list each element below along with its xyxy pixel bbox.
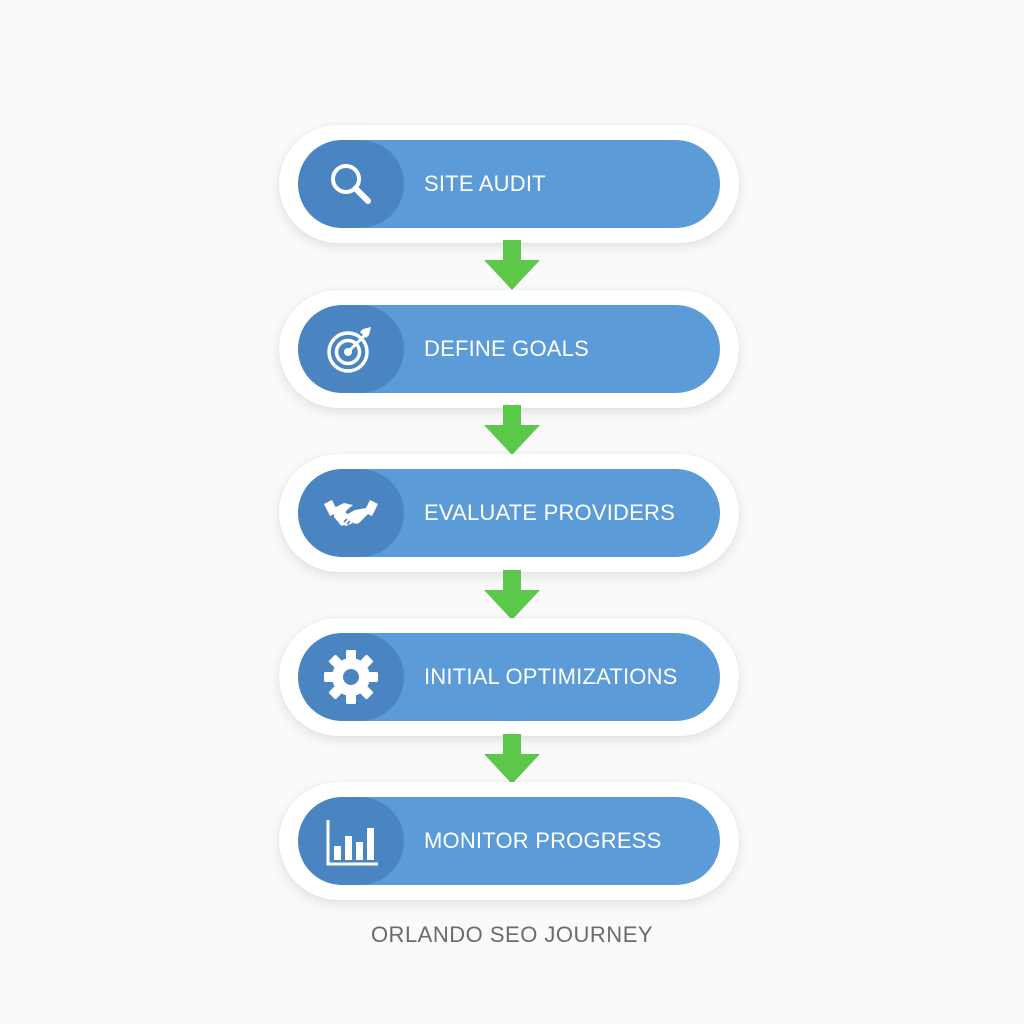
step-evaluate-providers: EVALUATE PROVIDERS — [279, 454, 739, 572]
target-icon — [298, 305, 404, 393]
step-label: SITE AUDIT — [424, 171, 546, 196]
step-pill: INITIAL OPTIMIZATIONS — [298, 633, 720, 721]
handshake-icon — [298, 469, 404, 557]
arrow-down-icon — [482, 570, 542, 622]
magnifier-icon — [298, 140, 404, 228]
step-pill: EVALUATE PROVIDERS — [298, 469, 720, 557]
step-pill: MONITOR PROGRESS — [298, 797, 720, 885]
step-pill: DEFINE GOALS — [298, 305, 720, 393]
gear-icon — [298, 633, 404, 721]
step-label: MONITOR PROGRESS — [424, 828, 662, 853]
step-monitor-progress: MONITOR PROGRESS — [279, 782, 739, 900]
step-site-audit: SITE AUDIT — [279, 125, 739, 243]
diagram-caption: ORLANDO SEO JOURNEY — [370, 922, 654, 947]
arrow-down-icon — [482, 734, 542, 786]
step-initial-optimizations: INITIAL OPTIMIZATIONS — [279, 618, 739, 736]
step-label: INITIAL OPTIMIZATIONS — [424, 664, 678, 689]
step-pill: SITE AUDIT — [298, 140, 720, 228]
step-label: DEFINE GOALS — [424, 336, 589, 361]
arrow-down-icon — [482, 240, 542, 292]
arrow-down-icon — [482, 405, 542, 457]
bar-chart-icon — [298, 797, 404, 885]
step-label: EVALUATE PROVIDERS — [424, 500, 675, 525]
step-define-goals: DEFINE GOALS — [279, 290, 739, 408]
